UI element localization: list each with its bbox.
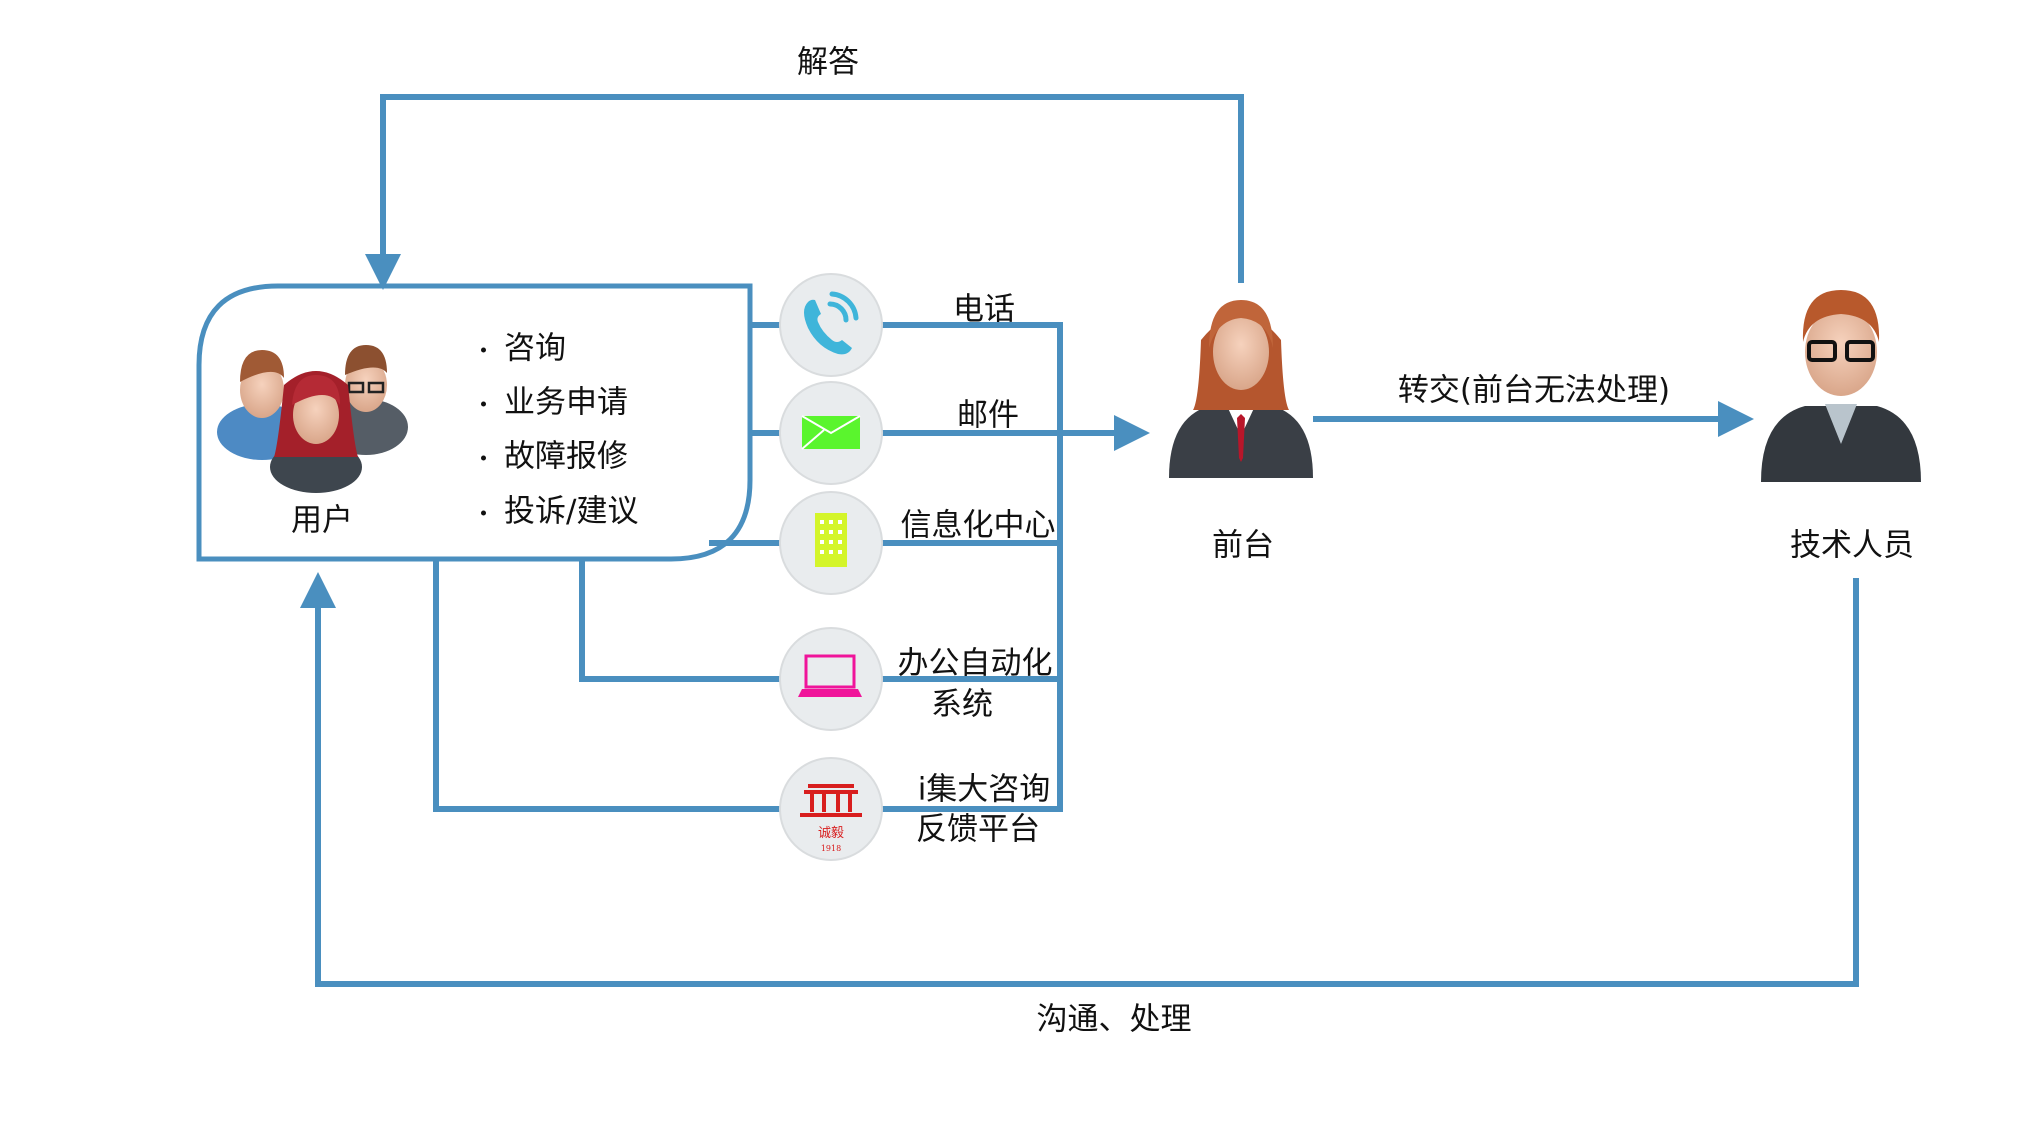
mail-icon bbox=[779, 381, 883, 485]
answer-label: 解答 bbox=[797, 44, 859, 81]
transfer-label: 转交(前台无法处理) bbox=[1397, 372, 1671, 409]
request-item: 咨询 bbox=[481, 323, 566, 368]
svg-text:1918: 1918 bbox=[821, 844, 841, 853]
users-group-icon bbox=[217, 345, 408, 493]
channel-label-mail: 邮件 bbox=[957, 397, 1019, 434]
channel-label-feedback-line1: i集大咨询 bbox=[917, 771, 1051, 808]
phone-icon bbox=[779, 273, 883, 377]
request-item: 业务申请 bbox=[481, 377, 628, 422]
seal-logo-icon: 诚毅 1918 bbox=[779, 757, 883, 861]
channel-label-oa-line1: 办公自动化 bbox=[897, 645, 1053, 682]
request-item: 故障报修 bbox=[481, 431, 628, 476]
answer-connector bbox=[365, 94, 1244, 290]
laptop-icon bbox=[779, 627, 883, 731]
channel-label-feedback-line2: 反馈平台 bbox=[916, 811, 1040, 848]
channel-label-oa-line2: 系统 bbox=[931, 686, 993, 723]
communicate-label: 沟通、处理 bbox=[1036, 1001, 1192, 1038]
laptop-link bbox=[579, 559, 785, 682]
user-label: 用户 bbox=[291, 502, 353, 539]
tech-staff-label: 技术人员 bbox=[1790, 527, 1914, 564]
communicate-connector bbox=[300, 572, 1859, 987]
svg-text:诚毅: 诚毅 bbox=[818, 825, 844, 841]
front-desk-label: 前台 bbox=[1212, 527, 1274, 564]
user-box bbox=[196, 283, 753, 562]
request-item: 投诉/建议 bbox=[481, 486, 638, 531]
building-icon bbox=[779, 491, 883, 595]
channel-label-phone: 电话 bbox=[953, 291, 1015, 328]
channel-label-info-center: 信息化中心 bbox=[900, 507, 1056, 544]
front-desk-avatar bbox=[1169, 300, 1313, 478]
feedback-link bbox=[433, 559, 785, 812]
tech-staff-avatar bbox=[1761, 290, 1921, 482]
